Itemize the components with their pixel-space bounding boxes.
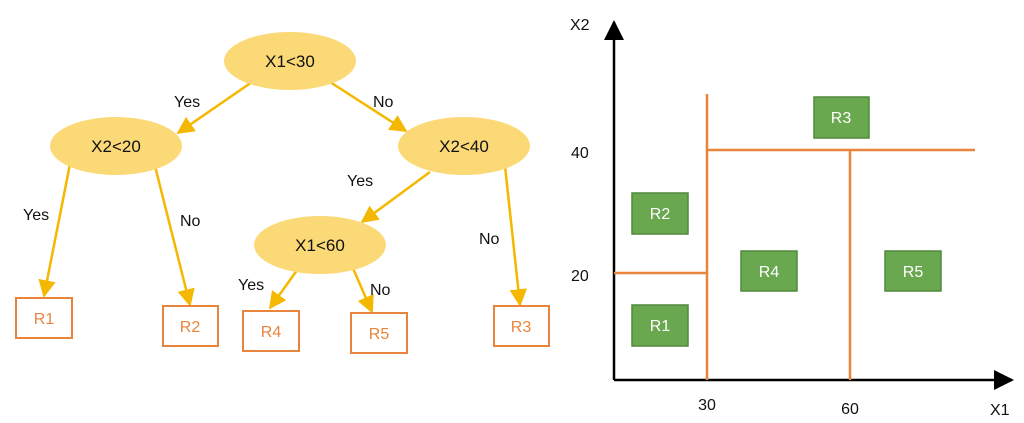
- leaf-r1-label: R1: [34, 311, 55, 328]
- edge-label-root-yes: Yes: [174, 94, 200, 111]
- node-left: [50, 117, 182, 175]
- node-root-label: X1<30: [265, 52, 315, 71]
- edge-label-right-no: No: [479, 231, 500, 248]
- y-tick-40: 40: [571, 145, 589, 162]
- node-root: [224, 32, 356, 90]
- region-r5-label: R5: [903, 264, 924, 281]
- node-right-label: X2<40: [439, 137, 489, 156]
- region-r2-label: R2: [650, 206, 671, 223]
- leaf-r3-label: R3: [511, 319, 532, 336]
- region-r1-label: R1: [650, 318, 671, 335]
- edge-mid-r4: [268, 265, 302, 310]
- edge-label-mid-yes: Yes: [238, 277, 264, 294]
- node-mid: [254, 216, 386, 274]
- node-right: [398, 117, 530, 175]
- region-r4: [740, 250, 798, 292]
- edge-label-root-no: No: [373, 94, 394, 111]
- edge-left-r2: [153, 165, 195, 307]
- leaf-r2-label: R2: [180, 319, 201, 336]
- region-r1: [631, 304, 689, 347]
- edge-label-left-yes: Yes: [23, 207, 49, 224]
- partition-plot: X2 X1 30 60 40 20 R3 R2 R4 R5 R1: [570, 17, 1014, 419]
- x-tick-60: 60: [841, 401, 859, 418]
- leaf-r5-label: R5: [369, 326, 390, 343]
- edge-label-mid-no: No: [370, 282, 391, 299]
- leaf-r5: [350, 312, 408, 354]
- edge-right-mid: [360, 170, 431, 224]
- x-tick-30: 30: [698, 397, 716, 414]
- leaf-r4: [242, 310, 300, 352]
- y-axis-label: X2: [570, 17, 590, 34]
- x-axis-label: X1: [990, 402, 1010, 419]
- region-r3-label: R3: [831, 110, 852, 127]
- leaf-r4-label: R4: [261, 324, 282, 341]
- edge-root-right: [329, 80, 408, 133]
- y-tick-20: 20: [571, 268, 589, 285]
- decision-tree: Yes No Yes No Yes No Yes No X1<30 X2<20 …: [15, 32, 550, 354]
- node-mid-label: X1<60: [295, 236, 345, 255]
- leaf-r1: [15, 297, 73, 339]
- leaf-r2: [162, 305, 219, 347]
- edge-right-r3: [503, 165, 528, 307]
- region-r2: [631, 192, 689, 235]
- region-r3: [813, 96, 870, 139]
- node-left-label: X2<20: [91, 137, 141, 156]
- leaf-r3: [493, 305, 550, 347]
- edge-label-right-yes: Yes: [347, 173, 373, 190]
- edge-left-r1: [38, 163, 72, 298]
- edge-label-left-no: No: [180, 213, 201, 230]
- region-r4-label: R4: [759, 264, 780, 281]
- region-r5: [884, 250, 942, 292]
- edge-mid-r5: [350, 265, 374, 314]
- edge-root-left: [176, 80, 253, 135]
